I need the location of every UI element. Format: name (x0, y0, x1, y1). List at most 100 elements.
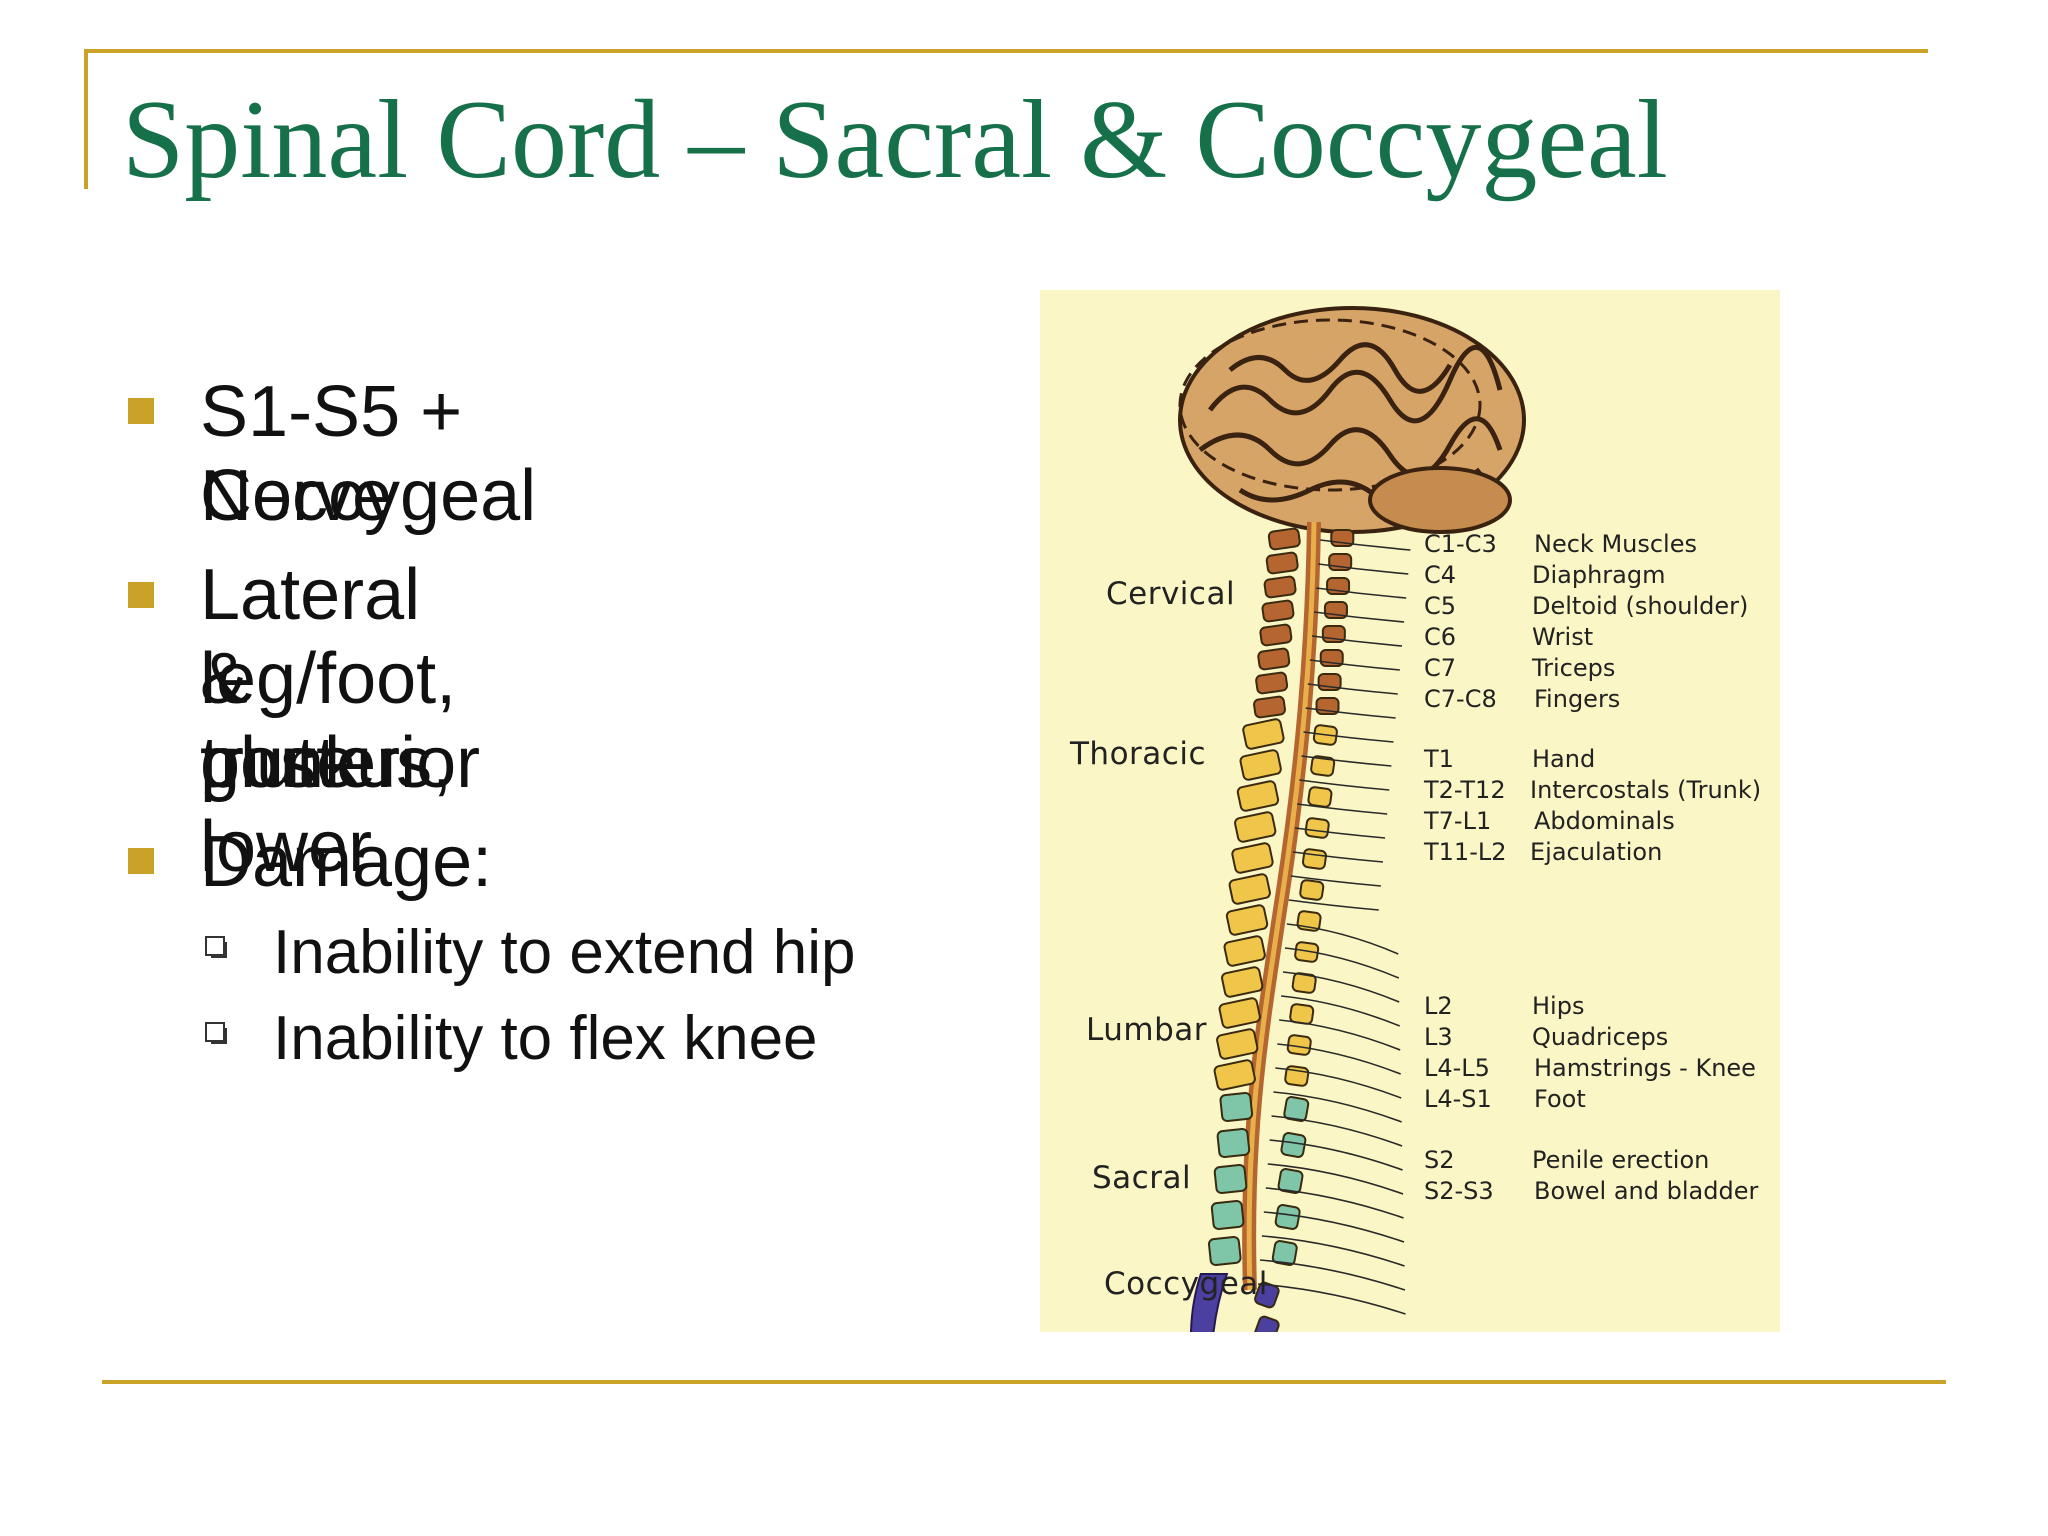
vertebra (1253, 695, 1286, 719)
vertebra (1304, 817, 1330, 839)
vertebra (1216, 1028, 1259, 1060)
function-label: Bowel and bladder (1534, 1177, 1759, 1205)
nerve-root (1269, 1139, 1403, 1171)
function-label: Fingers (1534, 685, 1621, 713)
top-rule (84, 49, 1928, 53)
nerve-root (1277, 1043, 1401, 1075)
vertebra (1310, 755, 1336, 777)
nerve-root (1271, 1115, 1403, 1147)
square-bullet-icon (128, 582, 154, 608)
vertebra (1271, 1240, 1298, 1266)
nerve-root (1282, 971, 1400, 1003)
function-label: Quadriceps (1532, 1023, 1669, 1051)
function-label: Hamstrings - Knee (1534, 1054, 1756, 1082)
region-label-lumbar: Lumbar (1086, 1012, 1207, 1048)
vertebra (1213, 1163, 1248, 1195)
sub-bullet-text: Inability to flex knee (273, 1004, 818, 1073)
bullet-line: leg/foot, gluteus, lower (200, 639, 457, 887)
nerve-root (1307, 683, 1398, 695)
vertebra (1219, 1091, 1254, 1123)
segment-label: C6 (1424, 623, 1457, 651)
segment-label: L4-S1 (1424, 1085, 1492, 1113)
nerve-root (1303, 731, 1394, 743)
segment-label: L2 (1424, 992, 1453, 1020)
vertebra (1307, 786, 1333, 808)
segment-label: C1-C3 (1424, 530, 1497, 558)
checkbox-bullet-icon (205, 1022, 227, 1044)
vertebra (1207, 1235, 1242, 1267)
vertebra (1267, 527, 1301, 551)
region-label-sacral: Sacral (1092, 1160, 1192, 1196)
vertebra (1257, 647, 1291, 671)
nerve-root (1286, 923, 1399, 955)
brain-icon (1178, 306, 1526, 534)
segment-label: T1 (1424, 745, 1454, 773)
segment-label: C5 (1424, 592, 1457, 620)
nerve-root (1292, 851, 1384, 863)
nerve-root (1275, 1067, 1402, 1099)
segment-label: L4-L5 (1424, 1054, 1490, 1082)
nerve-root (1284, 947, 1400, 979)
spinal-cord-diagram: Cervical Thoracic Lumbar Sacral Coccygea… (1040, 290, 1780, 1332)
bullet-line: Damage: (200, 822, 493, 902)
segment-label: C4 (1424, 561, 1457, 589)
segment-label: L3 (1424, 1023, 1453, 1051)
nerve-root (1305, 707, 1396, 719)
vertebra (1265, 551, 1299, 575)
vertebra (1255, 671, 1289, 695)
vertebra (1280, 1132, 1307, 1158)
function-label: Abdominals (1534, 807, 1675, 835)
sub-bullet-text: Inability to extend hip (273, 918, 856, 987)
function-label: Neck Muscles (1534, 530, 1697, 558)
square-bullet-icon (128, 398, 154, 424)
nerve-root (1318, 563, 1409, 575)
segment-label: S2-S3 (1424, 1177, 1494, 1205)
function-label: Ejaculation (1530, 838, 1663, 866)
segment-label: T11-L2 (1424, 838, 1507, 866)
square-bullet-icon (128, 848, 154, 874)
nerve-root (1261, 1235, 1405, 1267)
bullet-line: Nerve (200, 456, 393, 536)
vertebra (1223, 935, 1266, 967)
nerve-root (1301, 755, 1392, 767)
vertebra (1216, 1127, 1251, 1159)
vertebra (1259, 623, 1293, 647)
nerve-root (1299, 779, 1390, 791)
vertebra (1228, 873, 1271, 905)
nerve-root (1288, 899, 1379, 911)
segment-label: C7 (1424, 654, 1457, 682)
checkbox-bullet-icon (205, 936, 227, 958)
function-label: Triceps (1532, 654, 1616, 682)
nerve-root (1309, 659, 1400, 671)
nerve-root (1313, 611, 1405, 623)
function-label: Hand (1532, 745, 1596, 773)
vertebra (1286, 1034, 1312, 1056)
vertebra (1274, 1204, 1301, 1230)
vertebra (1218, 997, 1261, 1029)
nerve-root (1273, 1091, 1402, 1123)
bottom-rule (102, 1380, 1946, 1384)
nerve-root (1263, 1211, 1405, 1243)
nerve-roots-group (1258, 539, 1411, 1315)
segment-label: T2-T12 (1424, 776, 1506, 804)
bullet-line: trunk (200, 723, 361, 803)
vertebra (1213, 1059, 1256, 1091)
vertebra (1210, 1199, 1245, 1231)
nerve-root (1281, 995, 1401, 1027)
vertebra (1301, 848, 1327, 870)
function-label: Intercostals (Trunk) (1530, 776, 1762, 804)
nerve-root (1311, 635, 1403, 647)
vertebra (1254, 1315, 1280, 1332)
segment-label: S2 (1424, 1146, 1455, 1174)
vertebra (1225, 904, 1269, 936)
nerve-root (1294, 827, 1386, 839)
nerve-root (1297, 803, 1388, 815)
nerve-root (1258, 1283, 1406, 1315)
vertebra (1239, 749, 1282, 781)
segment-label: C7-C8 (1424, 685, 1497, 713)
vertebra (1221, 966, 1264, 998)
vertebra (1234, 811, 1277, 843)
vertebra (1277, 1168, 1304, 1194)
left-rule (84, 49, 88, 189)
